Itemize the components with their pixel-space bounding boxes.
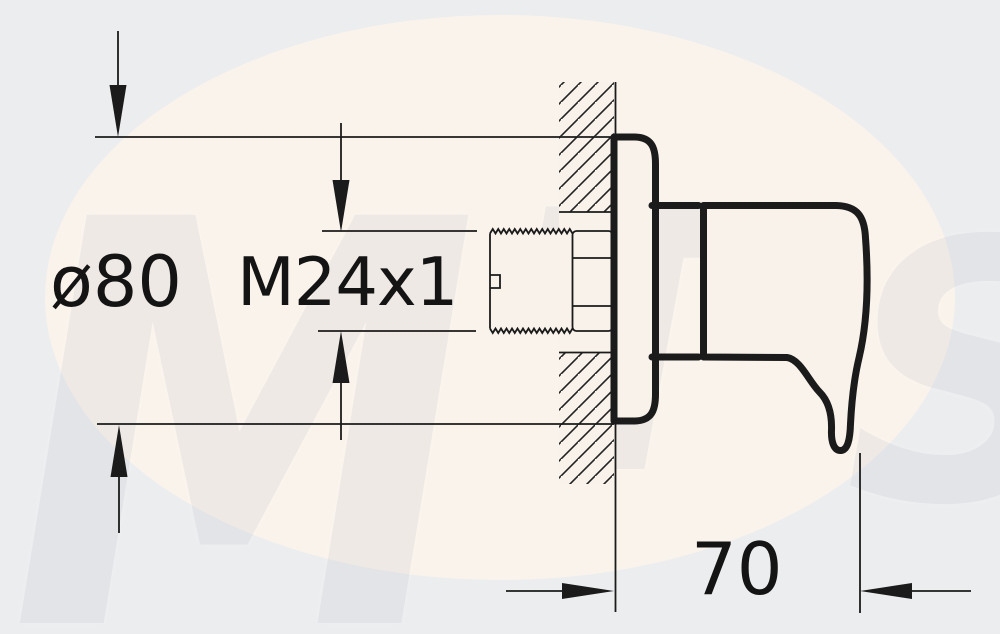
lever-handle-body bbox=[700, 202, 871, 454]
dim24-arrow-up-icon bbox=[332, 331, 350, 383]
handle-stem-sleeve bbox=[648, 202, 702, 361]
dim80-arrow-down-icon bbox=[109, 85, 127, 137]
thread-size-label: M24x1 bbox=[237, 243, 458, 321]
thread-crest-bottom bbox=[489, 326, 574, 335]
threaded-valve-body bbox=[489, 227, 614, 335]
dimension-projection-depth bbox=[506, 453, 971, 613]
dim70-arrow-right-icon bbox=[562, 583, 614, 599]
watermark-letter-s: S bbox=[845, 195, 1000, 555]
dim70-arrow-left-icon bbox=[860, 583, 912, 599]
plate-diameter-label: ø80 bbox=[50, 241, 182, 323]
wall-hatch-upper bbox=[559, 82, 614, 212]
escutcheon-plate bbox=[610, 133, 659, 425]
stem-screw-slot bbox=[490, 274, 501, 289]
dimension-thread bbox=[318, 123, 477, 440]
projection-depth-label: 70 bbox=[691, 527, 783, 611]
dim80-arrow-up-icon bbox=[110, 425, 128, 477]
wall-section bbox=[559, 82, 617, 612]
dimension-plate-diameter bbox=[95, 31, 616, 533]
dim24-arrow-down-icon bbox=[332, 180, 350, 232]
wall-hatch-lower bbox=[559, 353, 614, 484]
thread-crest-top bbox=[489, 227, 574, 236]
